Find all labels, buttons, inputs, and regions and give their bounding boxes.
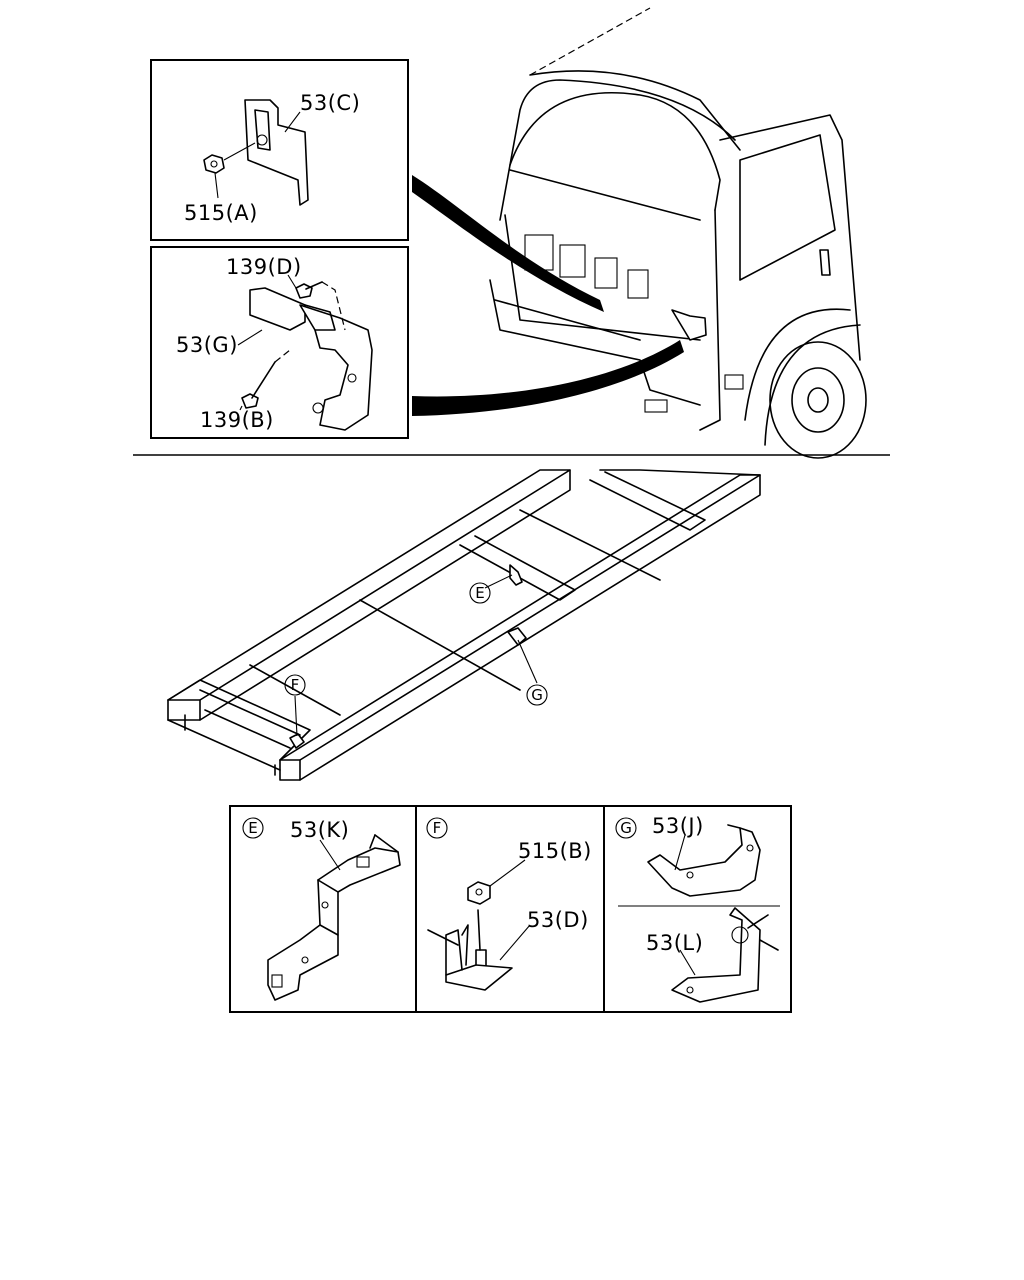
detail-g-brackets-j-l: G 53(J) 53(L)	[615, 814, 779, 1003]
marker-e: E	[469, 582, 491, 604]
label-139d: 139(D)	[226, 255, 302, 279]
svg-text:E: E	[475, 584, 484, 602]
detail-box-bracket-c: 53(C) 515(A)	[150, 59, 409, 241]
pointer-swoosh-upper	[412, 175, 604, 312]
label-53g: 53(G)	[176, 333, 238, 357]
svg-text:E: E	[248, 819, 257, 837]
label-53j: 53(J)	[652, 814, 704, 838]
pointer-swoosh-lower	[412, 340, 684, 416]
marker-g: G	[526, 684, 548, 706]
detail-e-bracket-k: E 53(K)	[242, 817, 401, 1001]
label-515b: 515(B)	[518, 839, 592, 863]
svg-text:F: F	[291, 676, 300, 694]
label-53d: 53(D)	[527, 908, 589, 932]
truck-cab-illustration	[489, 7, 867, 459]
label-53k: 53(K)	[290, 818, 349, 842]
detail-box-bracket-g: 139(D) 53(G) 139(B)	[150, 246, 409, 439]
svg-text:F: F	[433, 819, 442, 837]
label-139b: 139(B)	[200, 408, 274, 432]
marker-f: F	[284, 674, 306, 696]
label-53c: 53(C)	[300, 91, 360, 115]
detail-f-bracket-d: F 515(B) 53(D)	[426, 817, 592, 991]
chassis-frame-illustration	[167, 469, 761, 781]
label-53l: 53(L)	[646, 931, 703, 955]
bottom-detail-panel	[229, 805, 792, 1013]
svg-text:G: G	[620, 819, 632, 837]
label-515a: 515(A)	[184, 201, 258, 225]
svg-text:G: G	[531, 686, 543, 704]
